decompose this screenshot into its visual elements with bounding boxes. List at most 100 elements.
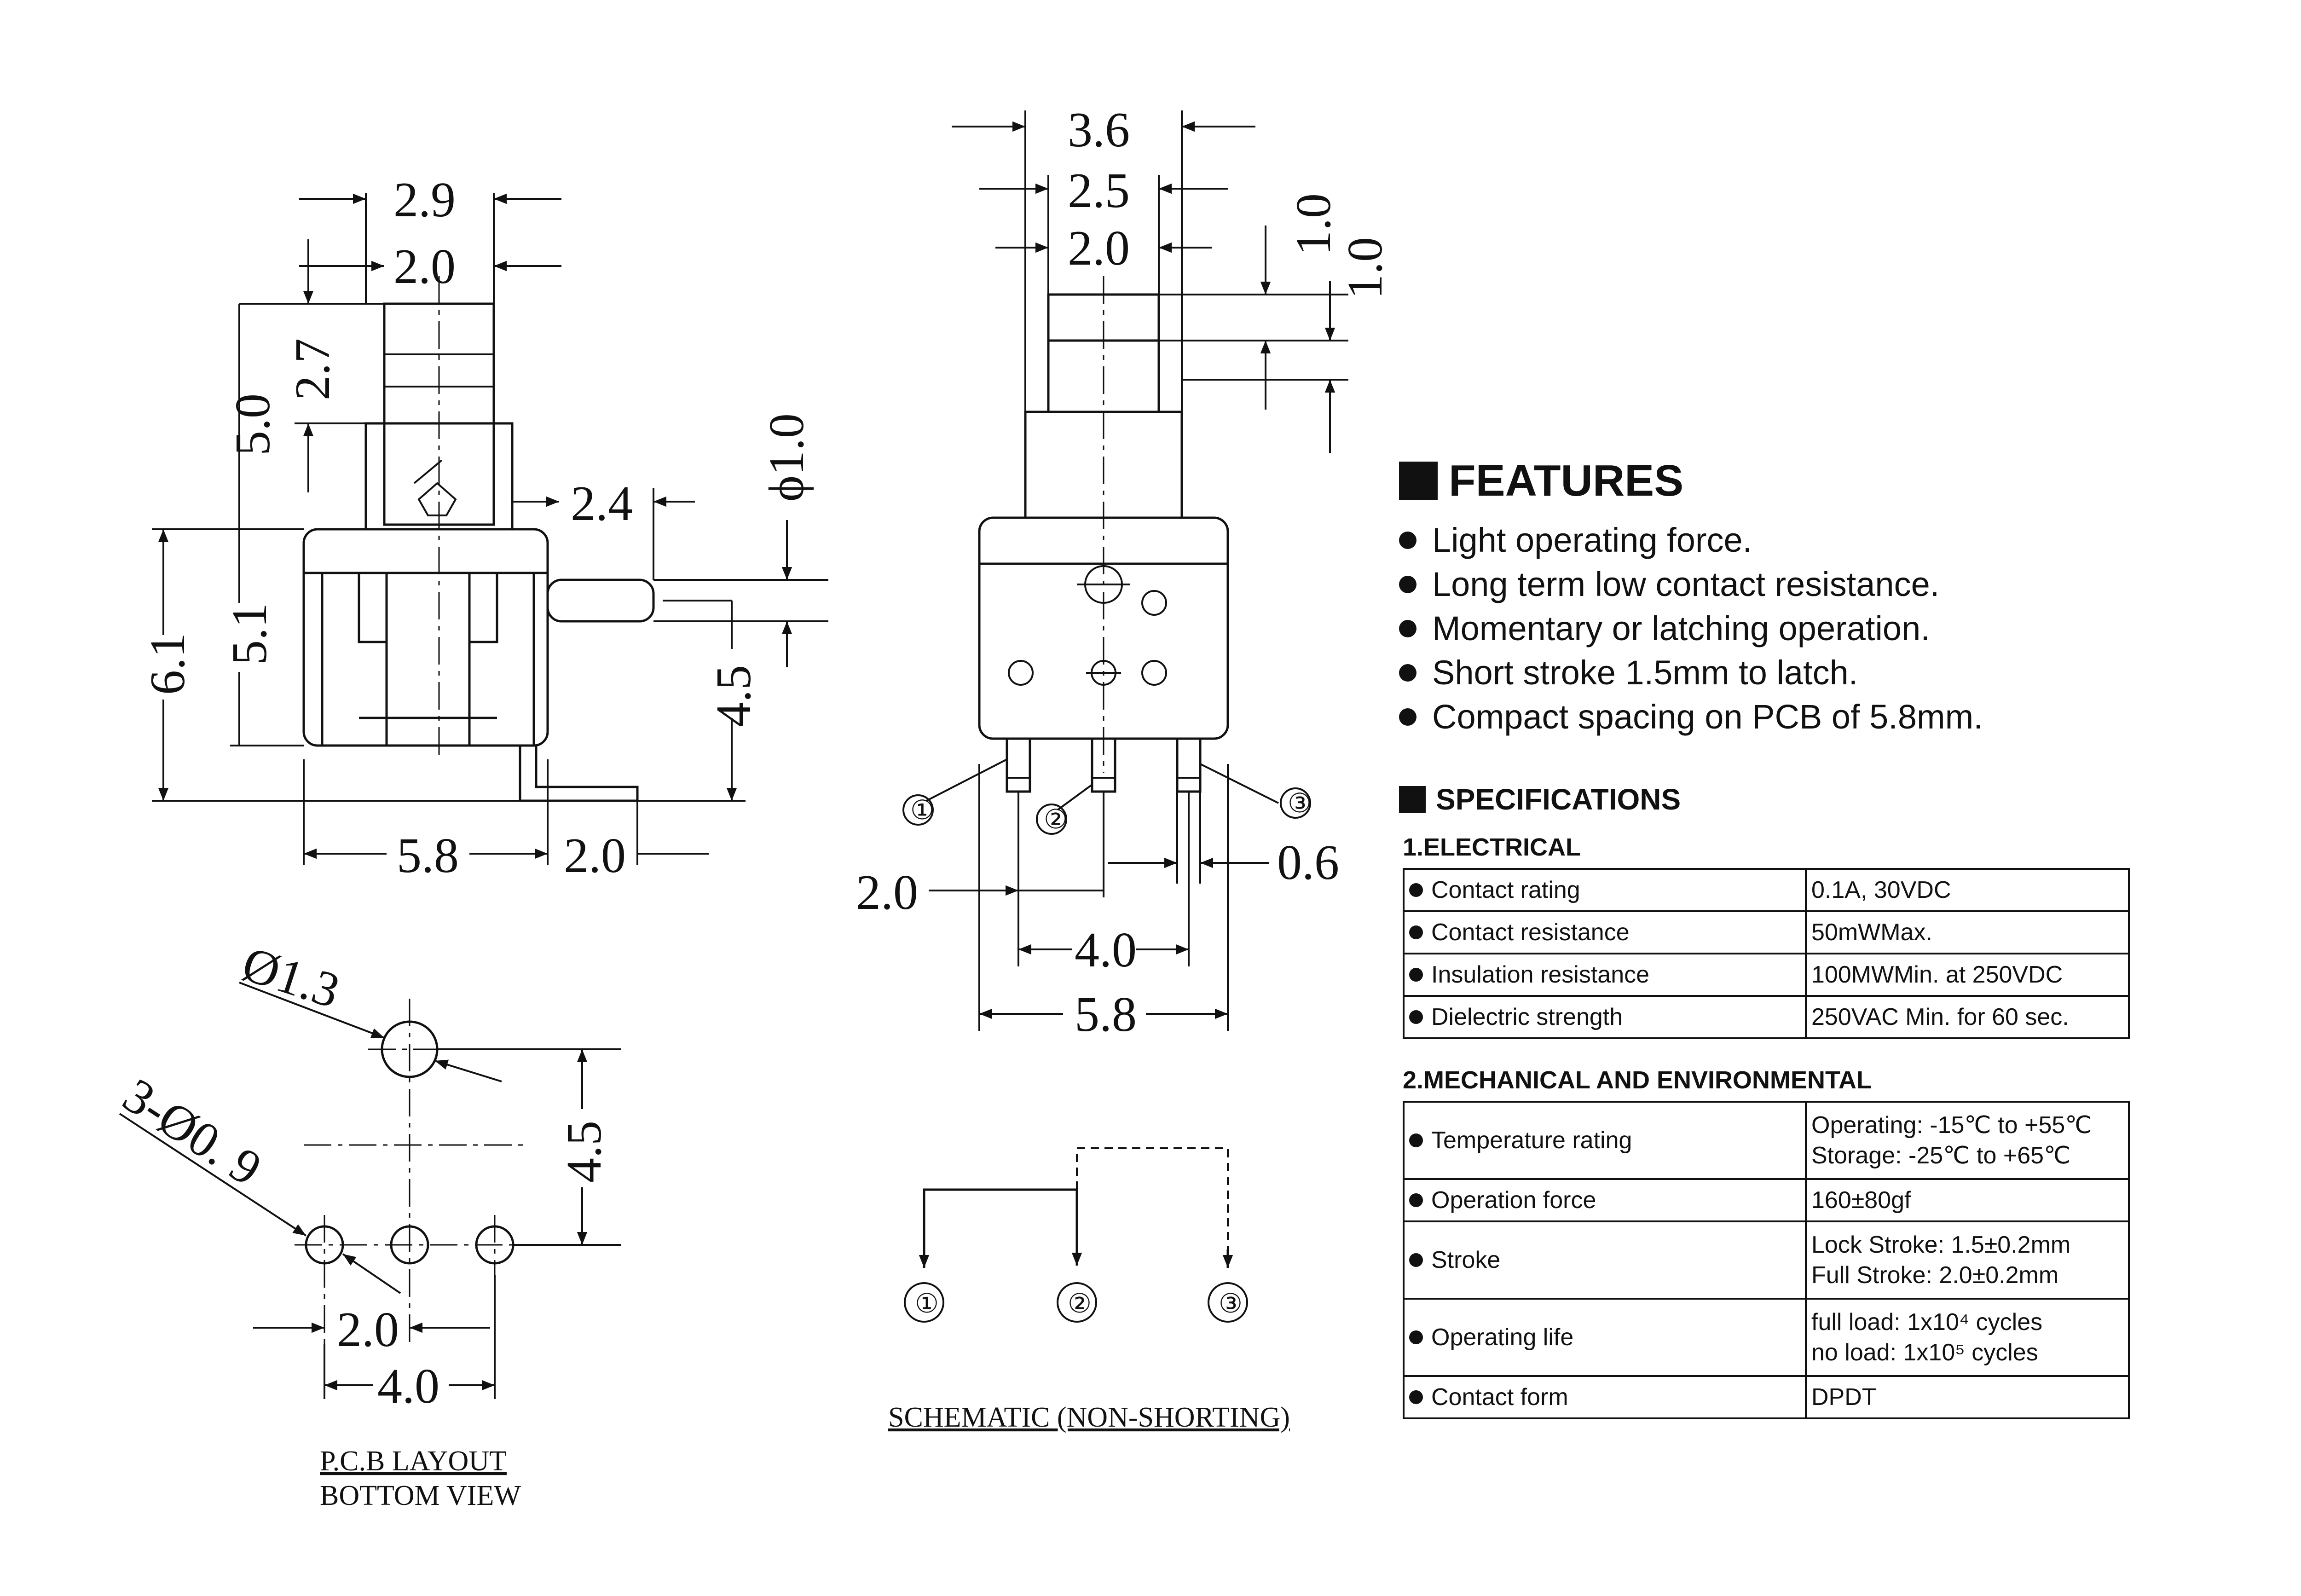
table-row: Contact form DPDT: [1403, 1375, 2130, 1419]
bullet-icon: [1409, 1253, 1423, 1267]
schematic: ① ② ③ SCHEMATIC (NON-SHORTING): [888, 1147, 1290, 1433]
bullet-icon: [1409, 1193, 1423, 1207]
front-dim-width-inner: 2.0: [1068, 221, 1130, 276]
schematic-pin-label-1: ①: [915, 1289, 939, 1318]
table-row: Temperature rating Operating: -15℃ to +5…: [1403, 1101, 2130, 1180]
front-dim-width-outer: 3.6: [1068, 103, 1130, 157]
spec-label: Contact form: [1431, 1384, 1568, 1411]
pcb-dim-vertical: 4.5: [557, 1121, 612, 1183]
table-row: Dielectric strength 250VAC Min. for 60 s…: [1403, 995, 2130, 1039]
electrical-heading: 1.ELECTRICAL: [1403, 833, 1581, 861]
spec-label: Temperature rating: [1431, 1127, 1632, 1154]
bullet-icon: [1409, 968, 1423, 982]
spec-label: Contact rating: [1431, 877, 1580, 903]
table-row: Contact rating 0.1A, 30VDC: [1403, 868, 2130, 912]
front-dim-pin-width: 0.6: [1277, 835, 1339, 890]
spec-label: Operating life: [1431, 1324, 1574, 1351]
spec-label: Insulation resistance: [1431, 961, 1650, 988]
spec-value: 250VAC Min. for 60 sec.: [1805, 995, 2130, 1039]
spec-value: 50mWMax.: [1805, 910, 2130, 954]
side-dim-body-width: 5.8: [397, 828, 459, 883]
mechanical-heading: 2.MECHANICAL AND ENVIRONMENTAL: [1403, 1066, 1872, 1094]
spec-value-line: full load: 1x10⁴ cycles: [1811, 1309, 2043, 1336]
feature-item: Long term low contact resistance.: [1399, 562, 2273, 607]
spec-label: Contact resistance: [1431, 919, 1630, 946]
features-list: Light operating force. Long term low con…: [1399, 518, 2273, 739]
table-row: Insulation resistance 100MWMin. at 250VD…: [1403, 953, 2130, 997]
square-bullet-icon: [1399, 786, 1426, 813]
spec-label: Stroke: [1431, 1247, 1501, 1273]
side-dim-top-inner-width: 2.0: [393, 239, 456, 294]
bullet-icon: [1399, 532, 1416, 549]
bullet-icon: [1409, 1330, 1423, 1344]
spec-label: Operation force: [1431, 1187, 1596, 1214]
bullet-icon: [1409, 1390, 1423, 1404]
feature-item: Light operating force.: [1399, 518, 2273, 562]
specifications-section: SPECIFICATIONS 1.ELECTRICAL Contact rati…: [1399, 782, 2135, 1419]
bullet-icon: [1409, 1010, 1423, 1024]
spec-label: Dielectric strength: [1431, 1004, 1623, 1030]
electrical-table: Contact rating 0.1A, 30VDC Contact resis…: [1403, 868, 2130, 1039]
front-pin-label-3: ③: [1288, 788, 1312, 818]
side-dim-height-to-plunger: 5.0: [225, 393, 280, 456]
feature-text: Compact spacing on PCB of 5.8mm.: [1432, 698, 1983, 736]
bullet-icon: [1409, 883, 1423, 897]
specifications-heading: SPECIFICATIONS: [1399, 782, 2135, 816]
features-heading: FEATURES: [1399, 456, 2273, 506]
bullet-icon: [1409, 1133, 1423, 1147]
bullet-icon: [1409, 925, 1423, 939]
pcb-dim-pitch: 2.0: [337, 1302, 399, 1357]
front-dim-step-a: 1.0: [1286, 193, 1341, 255]
schematic-pin-label-2: ②: [1068, 1289, 1092, 1318]
feature-text: Light operating force.: [1432, 521, 1752, 559]
side-dim-plunger-step: 2.7: [285, 338, 340, 400]
schematic-caption: SCHEMATIC (NON-SHORTING): [888, 1402, 1290, 1433]
pcb-caption-line1: P.C.B LAYOUT: [320, 1446, 507, 1477]
bullet-icon: [1399, 576, 1416, 593]
specifications-title: SPECIFICATIONS: [1436, 783, 1681, 816]
side-dim-top-width: 2.9: [393, 173, 456, 227]
pcb-layout: Ø1.3 3-Ø0. 9 4.5 2.0 4.0 P.C.B LAYOUT BO…: [114, 937, 621, 1511]
front-view: ① ② ③ 3.6 2.5 2.0 1.0 1.0: [856, 103, 1393, 1042]
table-row: Operation force 160±80gf: [1403, 1178, 2130, 1222]
spec-value: 160±80gf: [1805, 1178, 2130, 1222]
pcb-holes-small-label: 3-Ø0. 9: [114, 1068, 271, 1197]
feature-item: Short stroke 1.5mm to latch.: [1399, 651, 2273, 695]
spec-value-line: Operating: -15℃ to +55℃: [1811, 1112, 2092, 1139]
side-dim-pin-height: 4.5: [706, 665, 761, 727]
spec-value-line: Full Stroke: 2.0±0.2mm: [1811, 1262, 2059, 1289]
feature-item: Compact spacing on PCB of 5.8mm.: [1399, 695, 2273, 739]
spec-value: 100MWMin. at 250VDC: [1805, 953, 2130, 997]
front-dim-width-mid: 2.5: [1068, 163, 1130, 218]
side-dim-body-inner-height: 5.1: [222, 603, 277, 665]
side-view: 2.9 2.0 5.0 2.7 6.1 5.1 2.4 ϕ1.0: [140, 173, 828, 883]
front-pin-label-2: ②: [1044, 804, 1068, 834]
features-section: FEATURES Light operating force. Long ter…: [1399, 456, 2273, 739]
pcb-dim-span: 4.0: [377, 1359, 439, 1414]
pcb-caption-line2: BOTTOM VIEW: [320, 1480, 521, 1511]
bullet-icon: [1399, 620, 1416, 637]
spec-value: DPDT: [1805, 1375, 2130, 1419]
feature-item: Momentary or latching operation.: [1399, 607, 2273, 651]
bullet-icon: [1399, 664, 1416, 682]
front-dim-body-width: 5.8: [1075, 987, 1137, 1042]
spec-value-line: Lock Stroke: 1.5±0.2mm: [1811, 1232, 2071, 1258]
side-dim-pin-offset: 2.4: [571, 476, 633, 531]
square-bullet-icon: [1399, 462, 1438, 500]
bullet-icon: [1399, 708, 1416, 726]
feature-text: Short stroke 1.5mm to latch.: [1432, 653, 1858, 692]
side-dim-pin-diameter: ϕ1.0: [759, 413, 814, 502]
schematic-pin-label-3: ③: [1219, 1289, 1243, 1318]
table-row: Contact resistance 50mWMax.: [1403, 910, 2130, 954]
mechanical-table: Temperature rating Operating: -15℃ to +5…: [1403, 1101, 2130, 1419]
feature-text: Long term low contact resistance.: [1432, 565, 1940, 603]
side-dim-pin-extension: 2.0: [564, 828, 626, 883]
front-dim-pitch-left: 2.0: [856, 865, 918, 920]
pcb-hole-large-label: Ø1.3: [236, 937, 346, 1019]
